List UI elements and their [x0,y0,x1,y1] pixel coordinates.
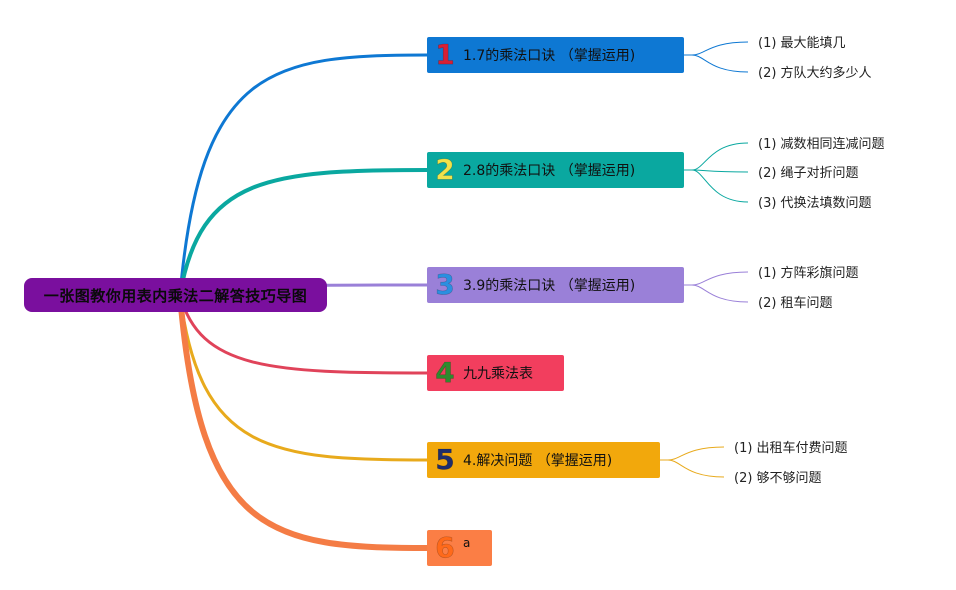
branch-number-badge: 2 [435,153,455,187]
leaf-node[interactable]: (2) 绳子对折问题 [758,166,859,181]
branch-number-badge: 3 [435,268,455,302]
leaf-node[interactable]: (2) 租车问题 [758,296,833,311]
leaf-connector [684,284,749,303]
branch-node-5[interactable]: 5 4.解决问题 （掌握运用) [427,442,660,478]
leaf-node[interactable]: (1) 减数相同连减问题 [758,137,885,152]
leaf-node[interactable]: (2) 方队大约多少人 [758,66,872,81]
leaf-node[interactable]: (2) 够不够问题 [734,471,822,486]
branch-label: a [463,536,471,550]
branch-label: 九九乘法表 [463,366,533,382]
leaf-connector [684,54,749,73]
leaf-node[interactable]: (1) 最大能填几 [758,36,846,51]
branch-connector-1 [178,53,429,297]
branch-connector-4 [178,293,429,375]
branch-node-1[interactable]: 1 1.7的乘法口诀 （掌握运用) [427,37,684,73]
leaf-connector [684,271,749,286]
branch-node-2[interactable]: 2 2.8的乘法口诀 （掌握运用) [427,152,684,188]
leaf-connector [684,41,749,56]
branch-node-4[interactable]: 4 九九乘法表 [427,355,564,391]
branch-connector-2 [178,168,429,297]
branch-connector-5 [178,293,429,462]
branch-label: 4.解决问题 （掌握运用) [463,453,613,469]
leaf-connector [684,142,749,171]
leaf-connector [684,169,749,203]
leaf-node[interactable]: (1) 出租车付费问题 [734,441,848,456]
branch-number-badge: 1 [435,38,455,72]
root-label: 一张图教你用表内乘法二解答技巧导图 [43,286,308,305]
branch-label: 2.8的乘法口诀 （掌握运用) [463,163,636,179]
leaf-node[interactable]: (1) 方阵彩旗问题 [758,266,859,281]
root-node[interactable]: 一张图教你用表内乘法二解答技巧导图 [24,278,327,312]
branch-label: 3.9的乘法口诀 （掌握运用) [463,278,636,294]
branch-number-badge: 5 [435,443,455,477]
branch-node-3[interactable]: 3 3.9的乘法口诀 （掌握运用) [427,267,684,303]
leaf-node[interactable]: (3) 代换法填数问题 [758,196,872,211]
branch-label: 1.7的乘法口诀 （掌握运用) [463,48,636,64]
branch-connector-6 [177,292,430,551]
branch-number-badge: 4 [435,356,455,390]
leaf-connector [660,446,725,461]
branch-number-badge: 6 [435,531,455,565]
leaf-connector [660,459,725,478]
